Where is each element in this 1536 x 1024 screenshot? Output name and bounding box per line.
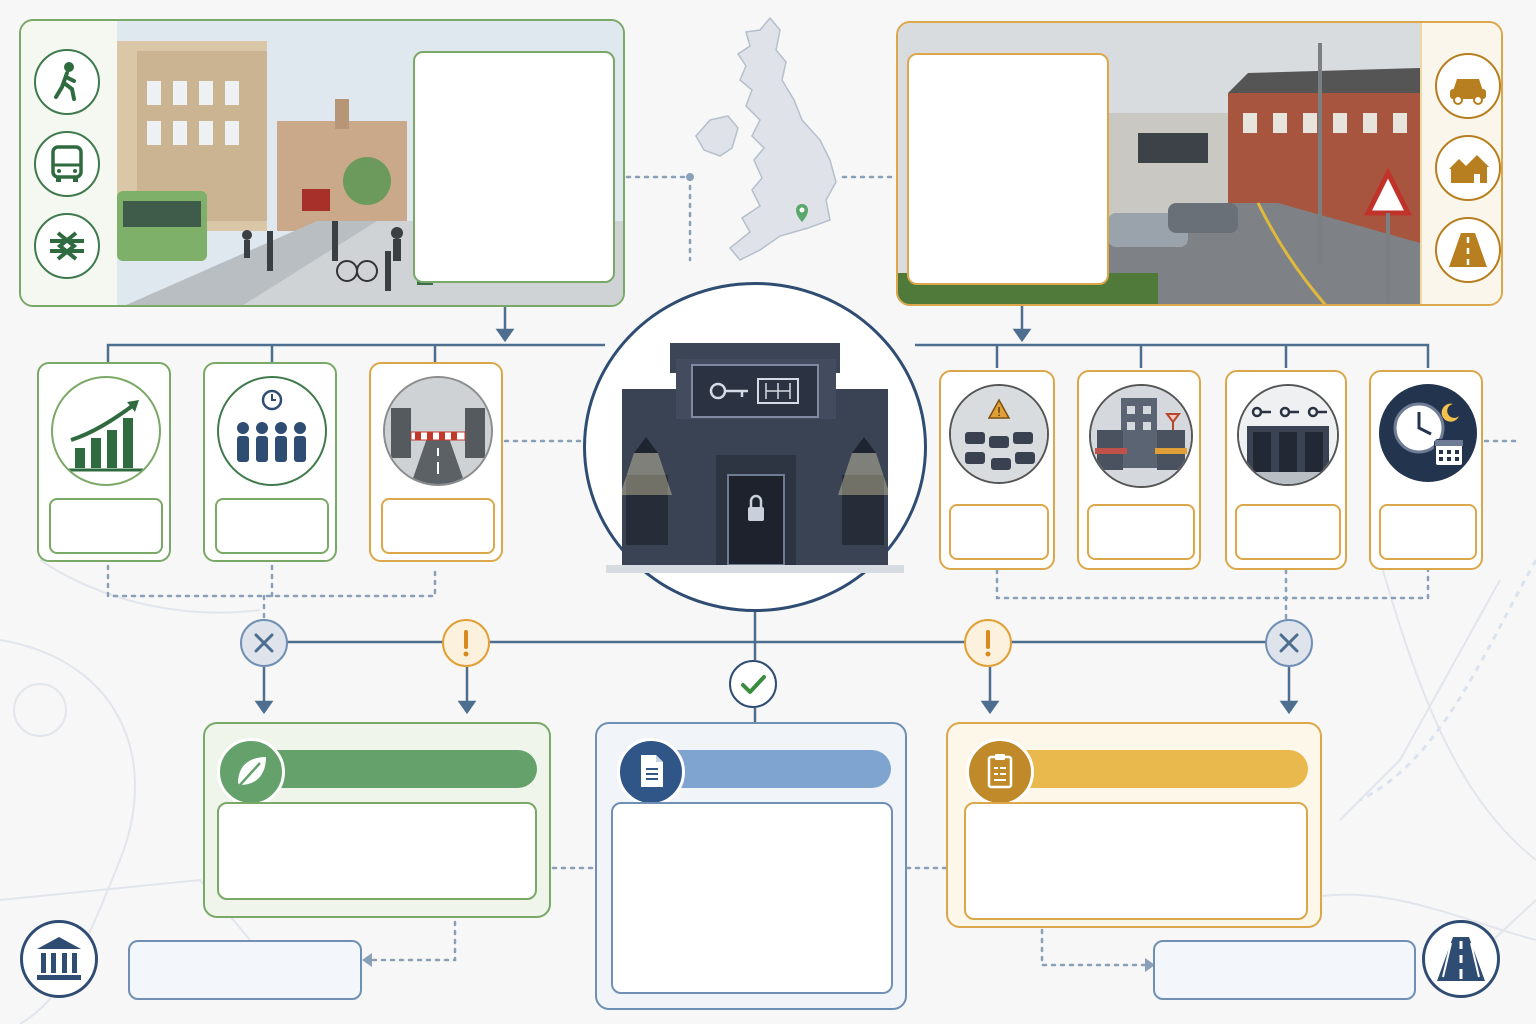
outcome-green-title <box>249 750 537 788</box>
road-barrier-icon <box>383 376 493 486</box>
cross-icon <box>240 619 288 667</box>
night-clock-calendar-icon <box>1379 384 1477 482</box>
svg-text:!: ! <box>997 405 1002 419</box>
traffic-warning-icon: ! <box>949 384 1049 484</box>
right-card-label <box>1235 504 1341 560</box>
document-icon <box>617 738 685 806</box>
suburban-car-scene-panel <box>896 21 1503 306</box>
warning-icon <box>964 619 1012 667</box>
outcome-blue-body <box>611 802 893 994</box>
left-card-growth <box>37 362 171 562</box>
outcome-green-box <box>203 722 551 918</box>
left-card-label <box>49 498 163 554</box>
doors-keys-icon <box>1237 384 1339 486</box>
urban-scene-text-box <box>413 51 615 283</box>
cross-icon <box>1265 619 1313 667</box>
right-card-traffic: ! <box>939 370 1055 570</box>
uk-map-with-pin-icon <box>695 16 837 261</box>
houses-icon <box>1435 135 1501 201</box>
right-card-shops <box>1077 370 1201 570</box>
outcome-green-body <box>217 802 537 900</box>
government-building-icon <box>20 920 98 998</box>
outcome-blue-box <box>595 722 907 1010</box>
footer-left-text-box <box>128 940 362 1000</box>
left-card-label <box>381 498 495 554</box>
warning-icon <box>442 619 490 667</box>
outcome-orange-box <box>946 722 1322 928</box>
outcome-orange-title <box>1000 750 1308 788</box>
right-card-doors <box>1225 370 1347 570</box>
secure-building-key-lock-icon <box>606 343 904 573</box>
growth-chart-icon <box>51 376 161 486</box>
center-secure-building <box>583 282 927 612</box>
walking-icon <box>34 49 100 115</box>
leaf-icon <box>217 738 285 806</box>
bus-icon <box>34 131 100 197</box>
suburban-scene-text-box <box>907 53 1109 285</box>
urban-transit-scene-panel <box>19 19 625 307</box>
clipboard-icon <box>966 738 1034 806</box>
right-card-label <box>1087 504 1195 560</box>
outcome-orange-body <box>964 802 1308 920</box>
shops-bar-icon <box>1089 384 1193 488</box>
left-card-barrier <box>369 362 503 562</box>
people-clock-icon <box>217 376 327 486</box>
right-card-label <box>1379 504 1477 560</box>
check-icon <box>729 660 777 708</box>
car-icon <box>1435 53 1501 119</box>
left-card-label <box>215 498 329 554</box>
right-card-night <box>1369 370 1483 570</box>
footer-right-text-box <box>1153 940 1416 1000</box>
right-card-label <box>949 504 1049 560</box>
left-card-people <box>203 362 337 562</box>
rail-icon <box>34 213 100 279</box>
highway-icon <box>1422 920 1500 998</box>
road-icon <box>1435 217 1501 283</box>
